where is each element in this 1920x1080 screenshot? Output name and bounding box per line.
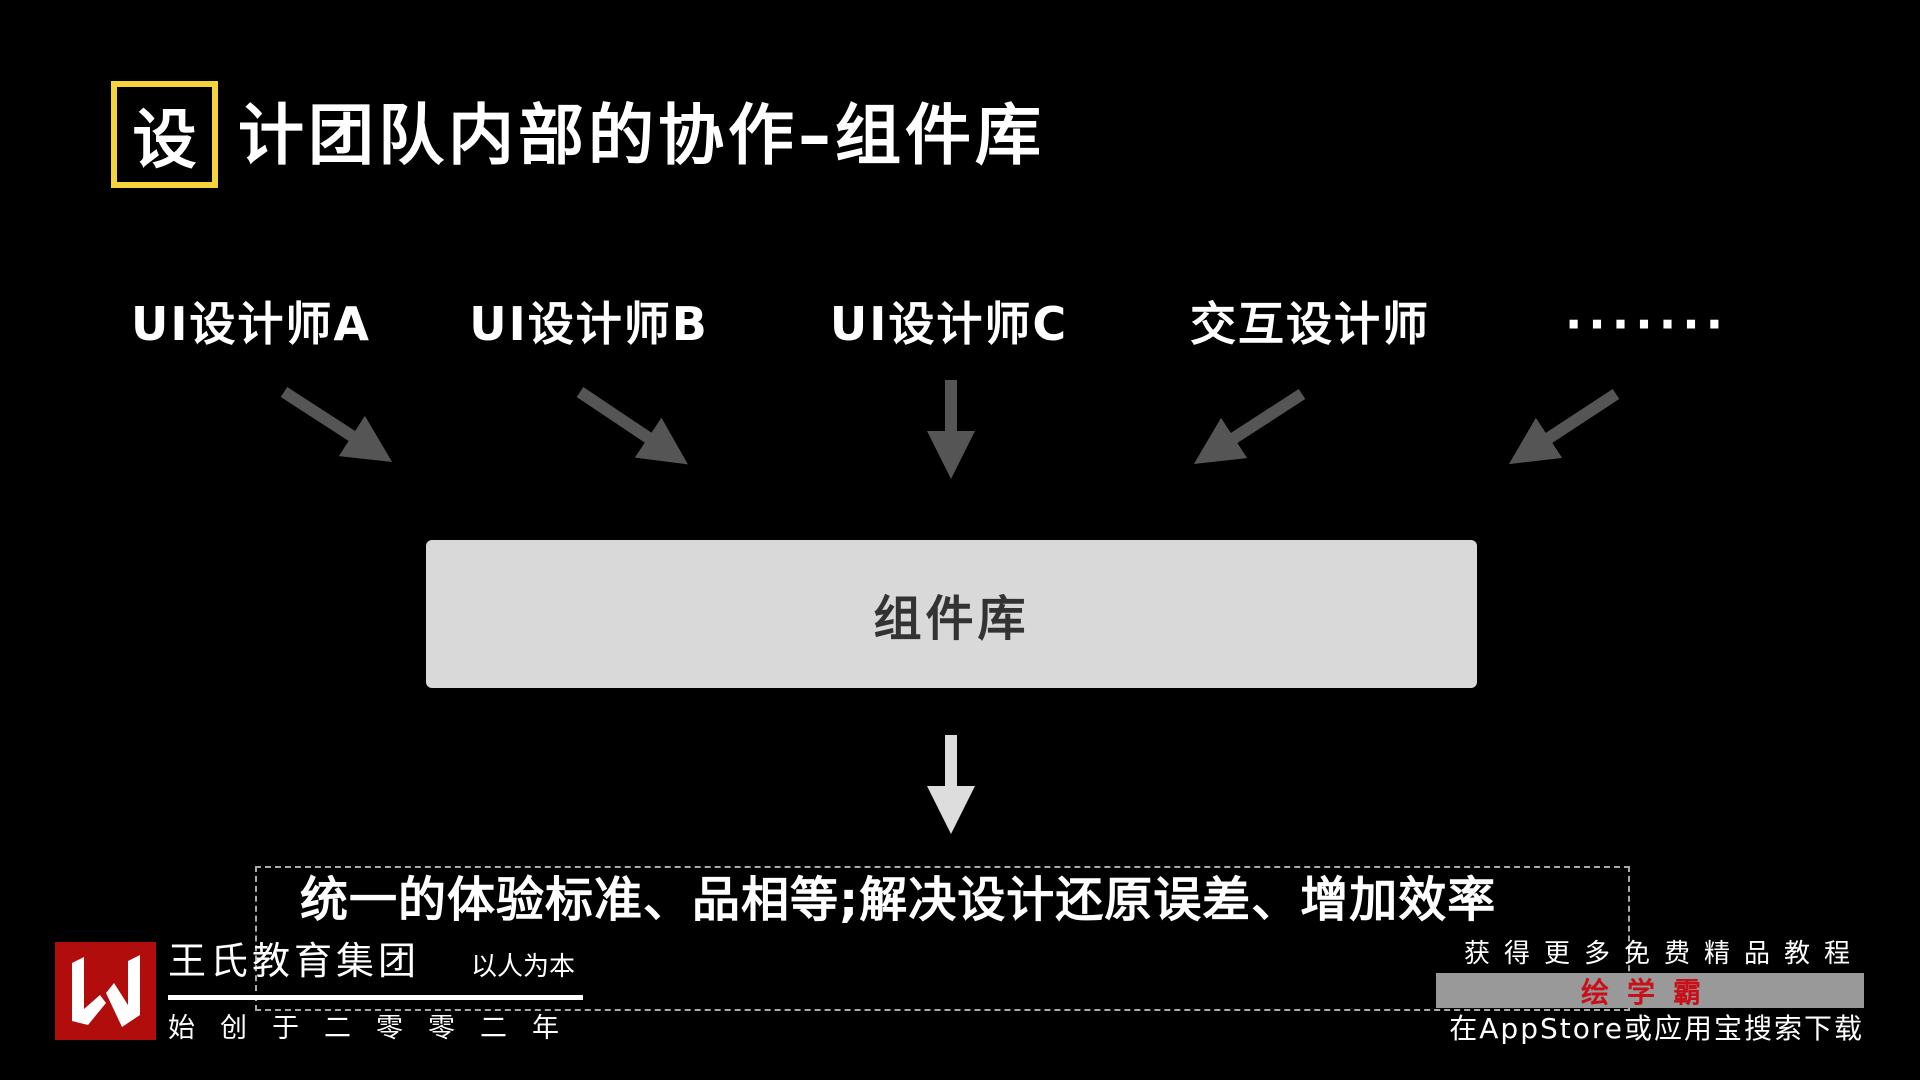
page-title: 计团队内部的协作–组件库	[238, 97, 1045, 174]
component-library-label: 组件库	[873, 591, 1030, 647]
watermark-company-name: 王氏教育集团	[168, 939, 421, 983]
role-interaction-designer: 交互设计师	[1190, 297, 1430, 351]
title-highlight-box: 设	[111, 81, 218, 188]
component-library-box: 组件库	[426, 540, 1477, 688]
watermark-since: 始创于二零零二年	[168, 1013, 584, 1044]
role-more: ·······	[1564, 297, 1730, 351]
watermark-brand: 绘学霸	[1580, 975, 1719, 1009]
arrow-icon	[1508, 388, 1620, 465]
role-ui-designer-a: UI设计师A	[130, 297, 372, 351]
role-ui-designer-b: UI设计师B	[469, 297, 709, 351]
watermark-ad-bottom: 在AppStore或应用宝搜索下载	[1449, 1012, 1864, 1045]
arrow-icon	[280, 386, 393, 463]
watermark-divider	[168, 995, 583, 1000]
title-boxed-char: 设	[132, 103, 197, 178]
role-ui-designer-c: UI设计师C	[829, 297, 1069, 351]
brand-logo-icon	[55, 942, 156, 1040]
arrow-icon	[1193, 388, 1306, 465]
result-text: 统一的体验标准、品相等;解决设计还原误差、增加效率	[300, 872, 1497, 928]
arrow-icon	[576, 387, 688, 465]
watermark-ad-top: 获得更多免费精品教程	[1463, 939, 1864, 969]
result-dashed-box	[255, 866, 1630, 1011]
watermark-brand-bar: 绘学霸	[1436, 973, 1864, 1009]
watermark-slogan: 以人为本	[471, 952, 576, 982]
